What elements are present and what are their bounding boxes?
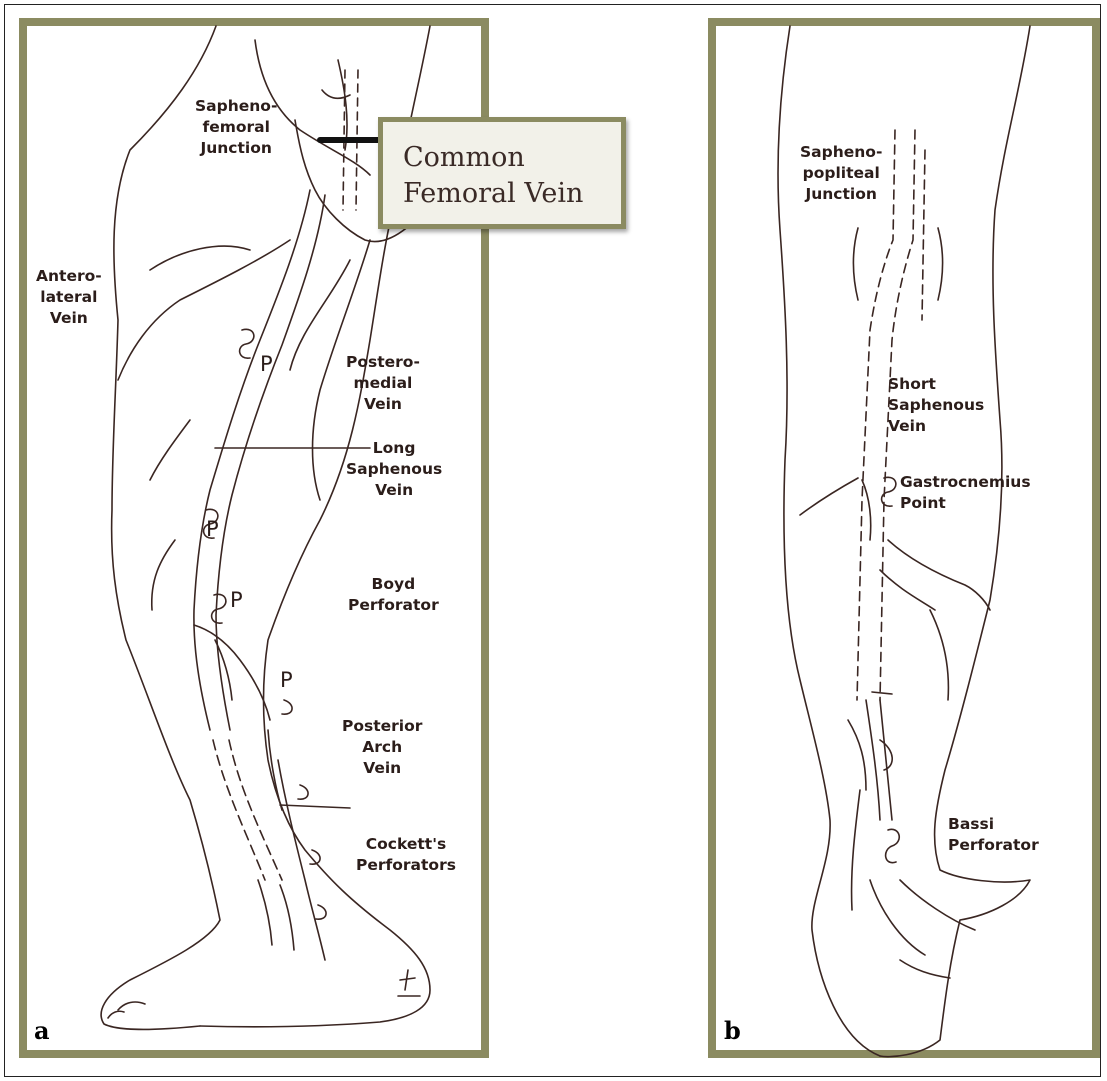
callout-text: Common Femoral Vein [403, 140, 583, 212]
perforator-marker: P [206, 517, 219, 541]
perforator-marker: P [260, 352, 273, 376]
label-saphenofemoral-junction: Sapheno- femoral Junction [195, 96, 277, 159]
label-long-saphenous-vein: Long Saphenous Vein [346, 438, 442, 501]
label-gastrocnemius-point: Gastrocnemius Point [900, 472, 1031, 514]
label-boyd-perforator: Boyd Perforator [348, 574, 439, 616]
label-posteromedial-vein: Postero- medial Vein [346, 352, 420, 415]
common-femoral-vein-callout: Common Femoral Vein [378, 117, 626, 229]
label-short-saphenous-vein: Short Saphenous Vein [888, 374, 984, 437]
label-saphenopopliteal-junction: Sapheno- popliteal Junction [800, 142, 882, 205]
label-cocketts-perforators: Cockett's Perforators [356, 834, 456, 876]
perforator-marker: P [280, 668, 293, 692]
label-posterior-arch-vein: Posterior Arch Vein [342, 716, 422, 779]
panel-a-letter: a [34, 1016, 50, 1045]
label-bassi-perforator: Bassi Perforator [948, 814, 1039, 856]
perforator-marker: P [230, 588, 243, 612]
label-anterolateral-vein: Antero- lateral Vein [36, 266, 102, 329]
panel-b-letter: b [724, 1016, 741, 1045]
